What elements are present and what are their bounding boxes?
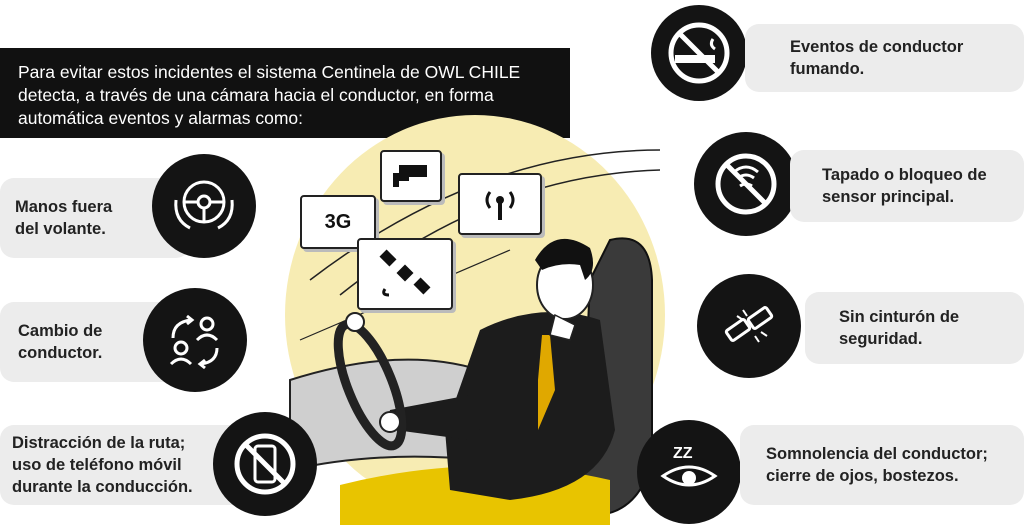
item-cinturon: Sin cinturón de seguridad. xyxy=(805,292,1024,364)
antenna-signal-icon xyxy=(485,191,515,220)
item-text-line: sensor principal. xyxy=(822,188,955,206)
item-text-line: seguridad. xyxy=(839,330,923,348)
blocked-sensor-icon xyxy=(715,153,777,215)
blocked-sensor-icon-circle xyxy=(694,132,798,236)
item-text-line: Manos fuera xyxy=(15,198,113,216)
steering-hands-icon-circle xyxy=(152,154,256,258)
item-text-line: cierre de ojos, bostezos. xyxy=(766,467,959,485)
item-text-line: conductor. xyxy=(18,344,103,362)
item-text-line: fumando. xyxy=(790,60,865,78)
seatbelt-icon-circle xyxy=(697,274,801,378)
drowsy-eye-icon: ZZ xyxy=(660,445,718,487)
camera-card xyxy=(380,150,442,202)
no-phone-icon-circle xyxy=(213,412,317,516)
item-text-line: Eventos de conductor xyxy=(790,38,964,56)
item-text-line: Somnolencia del conductor; xyxy=(766,445,988,463)
intro-line-2: detecta, a través de una cámara hacia el… xyxy=(18,85,494,105)
item-text-line: Sin cinturón de xyxy=(839,308,960,326)
intro-banner: Para evitar estos incidentes el sistema … xyxy=(0,48,570,138)
no-phone-icon xyxy=(234,433,296,495)
satellite-icon xyxy=(379,249,431,297)
item-somnolencia: Somnolencia del conductor; cierre de ojo… xyxy=(740,425,1024,505)
item-text-line: Distracción de la ruta; xyxy=(12,434,186,452)
seatbelt-icon xyxy=(724,306,774,343)
no-smoking-icon xyxy=(668,22,730,84)
item-tapado-sensor: Tapado o bloqueo de sensor principal. xyxy=(790,150,1024,222)
svg-text:ZZ: ZZ xyxy=(673,445,693,462)
item-text-line: Cambio de xyxy=(18,322,103,340)
drowsy-icon-circle: ZZ xyxy=(637,420,741,524)
item-text-line: Tapado o bloqueo de xyxy=(822,166,987,184)
driver-swap-icon xyxy=(169,314,219,370)
3g-label: 3G xyxy=(324,210,352,233)
intro-line-3: automática eventos y alarmas como: xyxy=(18,108,303,128)
item-text-line: durante la conducción. xyxy=(12,478,193,496)
driver-swap-icon-circle xyxy=(143,288,247,392)
camera-icon xyxy=(393,165,427,187)
item-distraccion: Distracción de la ruta; uso de teléfono … xyxy=(0,425,245,505)
item-text-line: uso de teléfono móvil xyxy=(12,456,182,474)
item-text-line: del volante. xyxy=(15,220,106,238)
no-smoking-icon-circle xyxy=(651,5,747,101)
antenna-card xyxy=(458,173,542,235)
item-fumando: Eventos de conductor fumando. xyxy=(745,24,1024,92)
intro-line-1: Para evitar estos incidentes el sistema … xyxy=(18,62,521,82)
hands-on-steering-wheel-icon xyxy=(174,180,234,230)
satellite-card xyxy=(357,238,453,310)
